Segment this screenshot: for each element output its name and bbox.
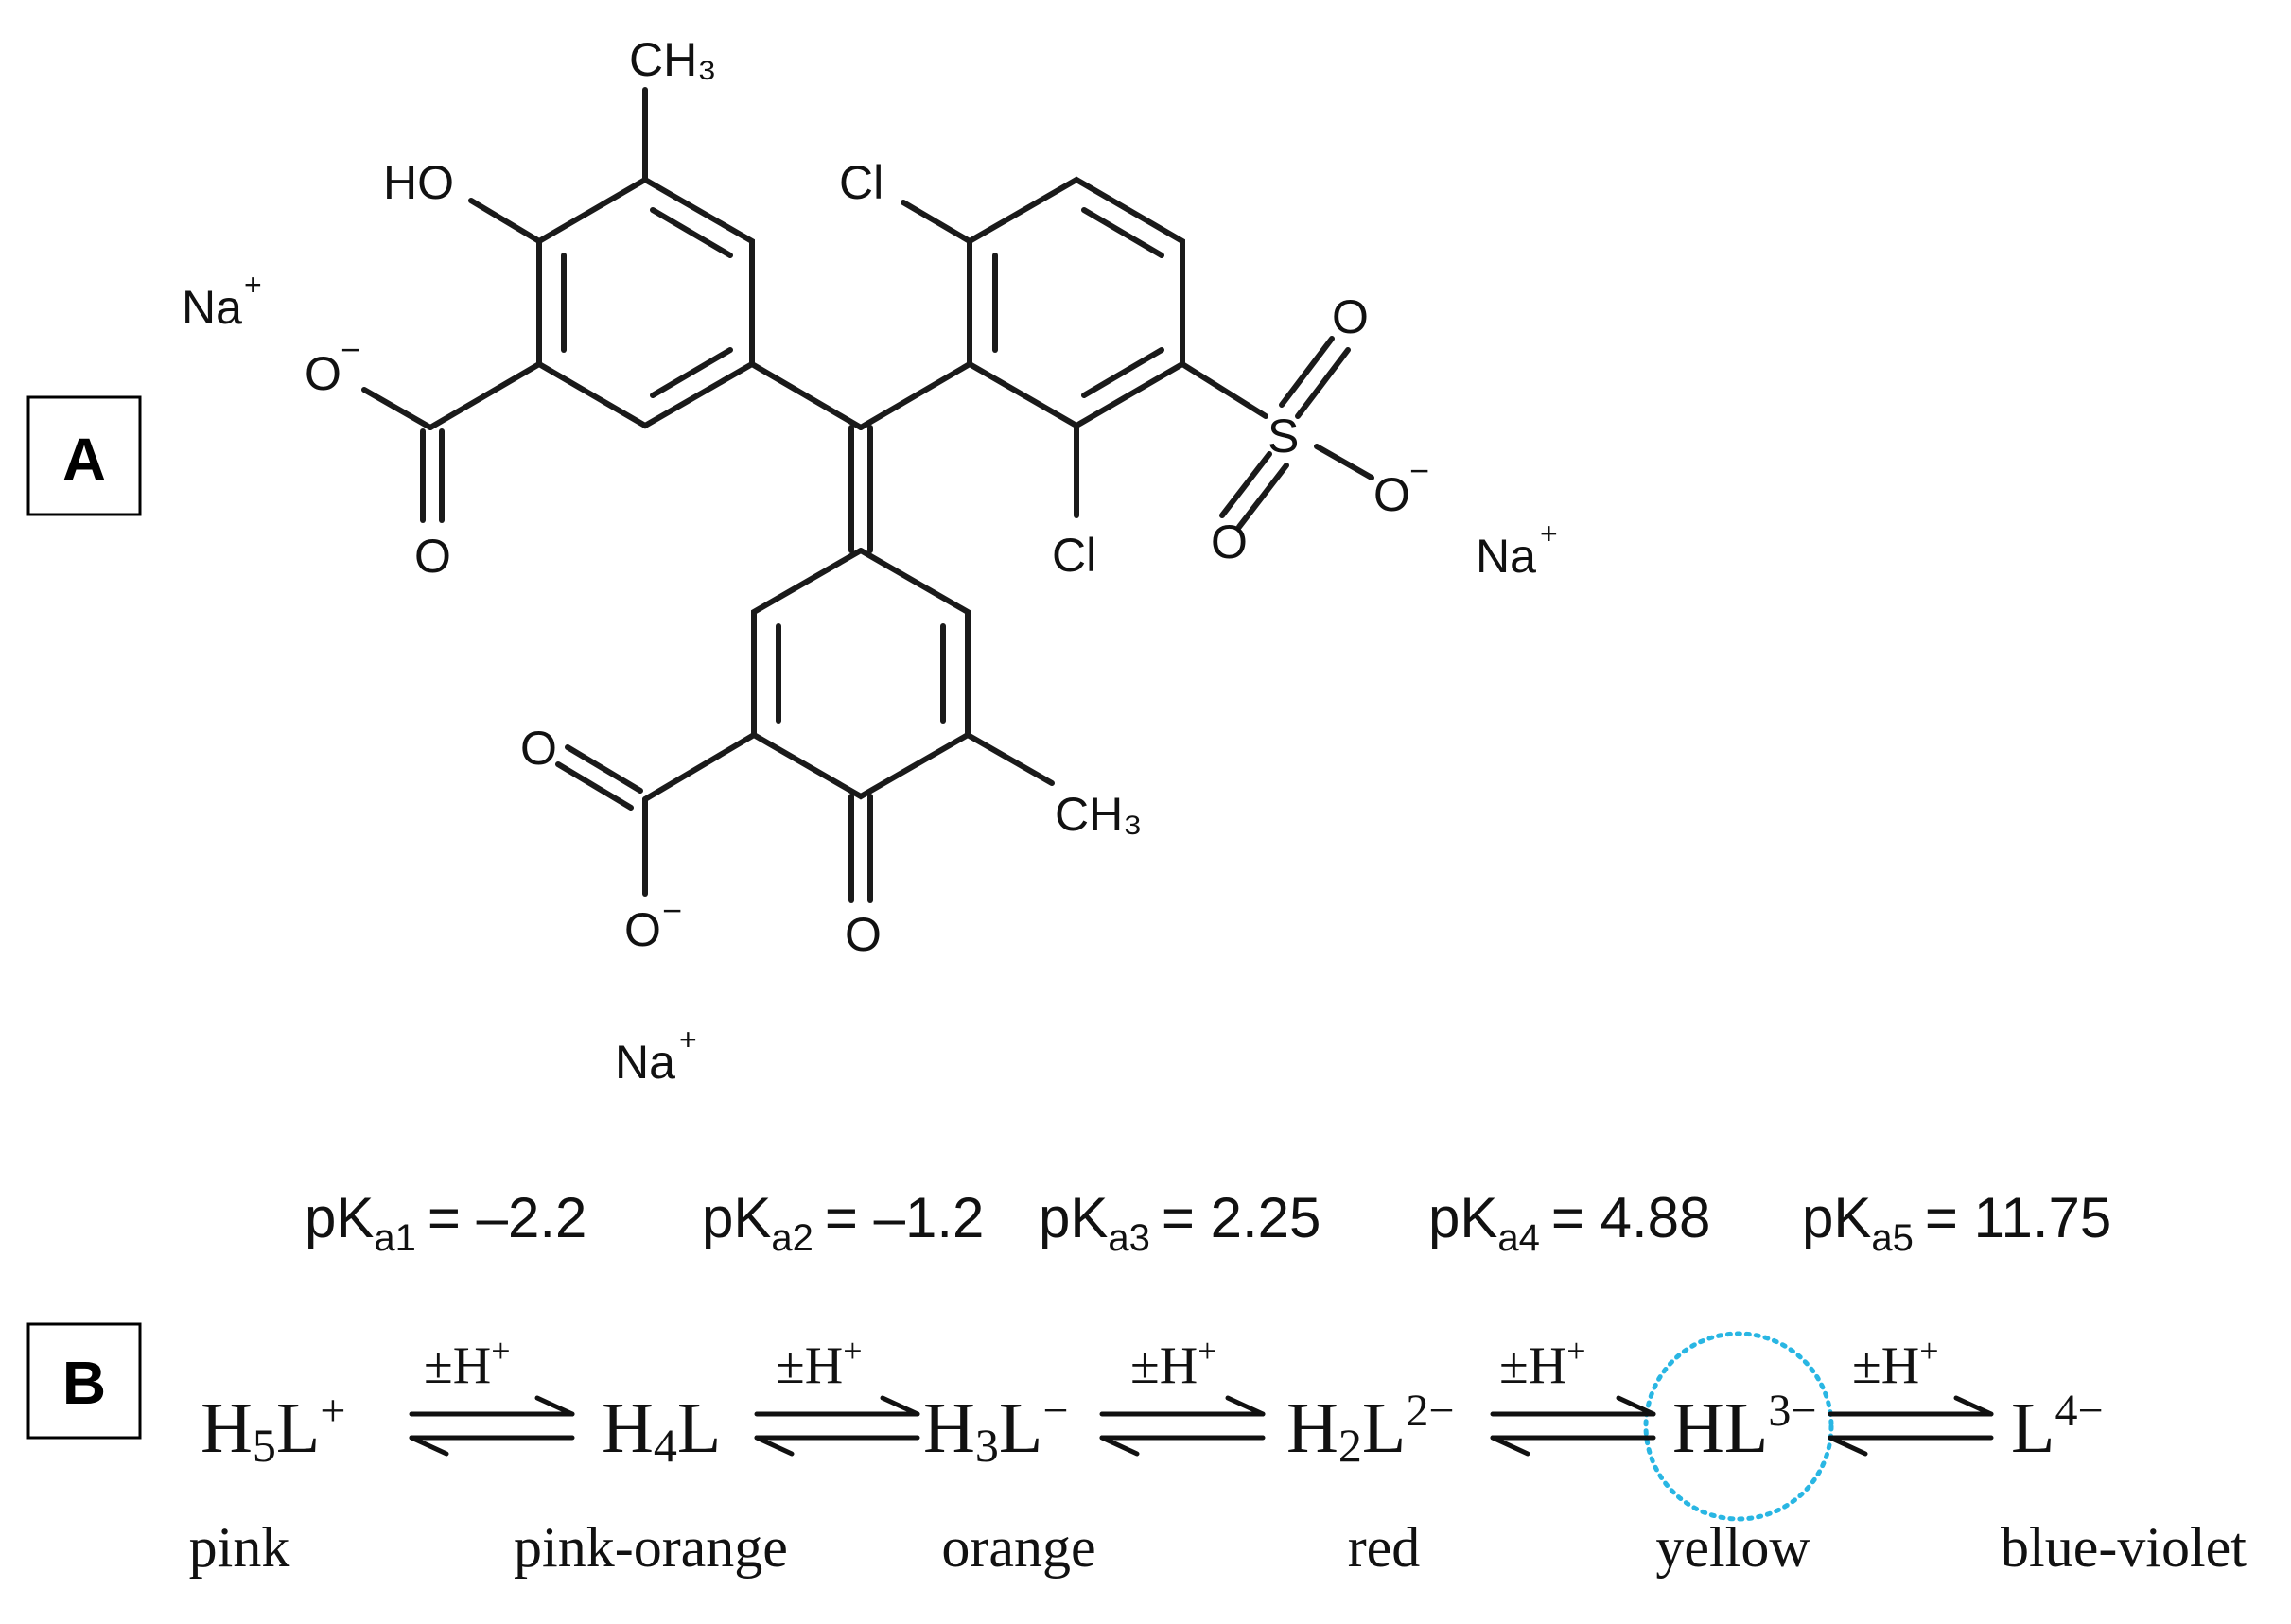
bond-s-o-top-a (1279, 336, 1335, 408)
atom-cl-top: Cl (839, 156, 883, 209)
atom-o-minus-bottom-charge: − (662, 891, 682, 930)
bond-c-o-double-bottom-b (555, 761, 634, 811)
atom-na-left: Na (182, 281, 242, 334)
color-names: pink pink-orange orange red yellow blue-… (189, 1516, 2247, 1579)
color-name-blue-violet: blue-violet (2001, 1516, 2247, 1579)
pka-2: pKa2= –1.2 (702, 1186, 984, 1259)
atom-ho: HO (383, 156, 454, 209)
atom-ch3-top: CH₃ (629, 33, 717, 86)
color-name-red: red (1348, 1516, 1421, 1579)
panel-a-label-box (26, 395, 142, 516)
bond-c-o-double-bottom-a (565, 744, 643, 794)
equilibrium-arrow-5 (1828, 1395, 1994, 1457)
bond-ring1-central (749, 361, 864, 430)
panel-a: A (26, 395, 142, 516)
bond-ch3-bottom (965, 732, 1055, 786)
atom-o-minus-left-charge: − (341, 330, 360, 369)
species-h2l: H2L2− (1286, 1386, 1454, 1472)
equilibrium-arrow-1 (409, 1395, 575, 1457)
molecule-atoms: CH₃ HO Cl Na + O − O O S O − O Cl Na + O… (182, 33, 1558, 1089)
atom-o-carbonyl-left: O (414, 530, 451, 583)
pka-4: pKa4= 4.88 (1428, 1186, 1710, 1259)
pka-1: pKa1= –2.2 (305, 1186, 586, 1259)
arrow-label-3: ±H+ (1130, 1332, 1217, 1395)
panel-b: B (26, 1322, 142, 1440)
species-h5l: H5L+ (201, 1386, 345, 1472)
panel-b-label: B (62, 1349, 106, 1417)
atom-na-right: Na (1476, 530, 1536, 583)
atom-s: S (1268, 410, 1299, 463)
atom-o-sulfonyl-bottom: O (1211, 515, 1248, 568)
equilibrium-arrow-2 (754, 1395, 920, 1457)
atom-na-left-charge: + (244, 268, 262, 302)
arrow-labels: ±H+ ±H+ ±H+ ±H+ ±H+ (424, 1332, 1939, 1395)
bond-s-o-top-b (1295, 347, 1351, 419)
species-h3l: H3L− (923, 1386, 1068, 1472)
ring-upper-left-inner-2 (650, 347, 733, 398)
ring-upper-left-inner-1 (650, 207, 733, 258)
ring-upper-right-inner-3 (1081, 347, 1164, 398)
bond-ring-s (1180, 361, 1268, 419)
equilibrium-arrow-3 (1099, 1395, 1266, 1457)
atom-na-right-charge: + (1540, 516, 1558, 550)
atom-ch3-bottom: CH₃ (1055, 788, 1143, 841)
panel-b-label-box (26, 1322, 142, 1440)
panel-a-label: A (62, 426, 106, 494)
pka-3: pKa3= 2.25 (1039, 1186, 1320, 1259)
bond-s-o-bottom-a (1219, 451, 1272, 518)
species-row: H5L+ H4L H3L− H2L2− HL3− L4− (201, 1386, 2104, 1472)
atom-o-ketone: O (845, 908, 882, 961)
bond-cl-top (901, 200, 972, 244)
highlight-circle (1643, 1331, 1834, 1522)
color-name-pink: pink (189, 1516, 290, 1579)
pka-5: pKa5= 11.75 (1802, 1186, 2111, 1259)
bond-c-o-minus-left (361, 387, 433, 430)
atom-o-sulfonate-charge: − (1409, 451, 1429, 490)
pka-row: pKa1= –2.2 pKa2= –1.2 pKa3= 2.25 pKa4= 4… (305, 1186, 2111, 1259)
atom-o-sulfonate: O (1373, 468, 1410, 521)
atom-na-bottom-charge: + (679, 1022, 697, 1056)
atom-o-carbonyl-bottom: O (520, 722, 557, 775)
atom-o-sulfonyl-top: O (1332, 290, 1369, 343)
bond-s-o-minus (1314, 444, 1374, 480)
molecule-bonds (361, 87, 1374, 903)
equilibrium-arrow-4 (1490, 1395, 1656, 1457)
ring-upper-right-inner-2 (1081, 207, 1164, 258)
arrow-label-1: ±H+ (424, 1332, 511, 1395)
bond-s-o-bottom-b (1236, 463, 1289, 530)
bond-ho (468, 198, 542, 244)
atom-na-bottom: Na (615, 1036, 675, 1089)
ring-upper-right (967, 176, 1185, 429)
atom-cl-bottom: Cl (1052, 529, 1096, 582)
bond-ring-carboxyl-bottom (642, 732, 757, 802)
color-name-orange: orange (941, 1516, 1095, 1579)
arrow-label-5: ±H+ (1852, 1332, 1939, 1395)
species-l: L4− (2011, 1386, 2104, 1468)
bond-central-ring2 (858, 361, 972, 430)
arrow-label-2: ±H+ (776, 1332, 863, 1395)
species-h4l: H4L (602, 1388, 721, 1472)
atom-o-minus-left: O (305, 347, 341, 400)
equilibrium-arrows (409, 1395, 1994, 1457)
ring-upper-left (536, 177, 755, 429)
bond-ring-carboxyl-left (428, 361, 542, 430)
color-name-yellow: yellow (1655, 1516, 1810, 1579)
species-hl: HL3− (1672, 1386, 1816, 1468)
color-name-pink-orange: pink-orange (514, 1516, 788, 1579)
atom-o-minus-bottom: O (624, 903, 661, 956)
ring-lower (751, 548, 971, 800)
arrow-label-4: ±H+ (1499, 1332, 1586, 1395)
